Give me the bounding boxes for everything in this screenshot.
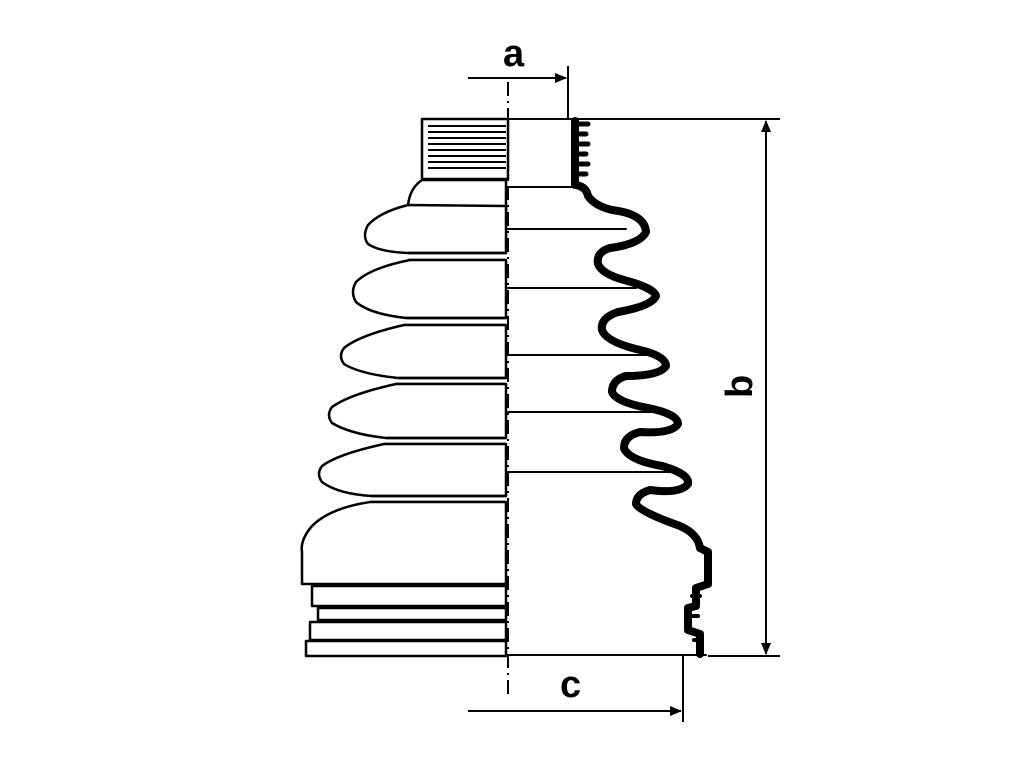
bellow-fold-3 [339, 323, 508, 380]
large-band-2 [316, 606, 508, 622]
large-band-4 [304, 639, 508, 658]
dimension-b-label: b [719, 375, 761, 398]
dimension-a [468, 66, 569, 119]
bellow-fold-1 [363, 203, 508, 255]
dimension-c [468, 656, 684, 722]
boot-outer-half [300, 117, 510, 658]
large-band-3 [308, 620, 508, 642]
dimension-a-label: a [503, 33, 525, 75]
collar-grooves [428, 125, 506, 169]
bellow-fold-4 [327, 382, 508, 440]
boot-section-half [507, 117, 712, 658]
dimension-c-label: c [560, 664, 581, 706]
large-end-body [300, 500, 508, 586]
boot-wall-profile [571, 117, 712, 658]
bellow-fold-5 [317, 442, 508, 498]
large-band-1 [310, 584, 508, 608]
bellow-fold-2 [351, 258, 508, 320]
dimension-b [590, 118, 780, 657]
